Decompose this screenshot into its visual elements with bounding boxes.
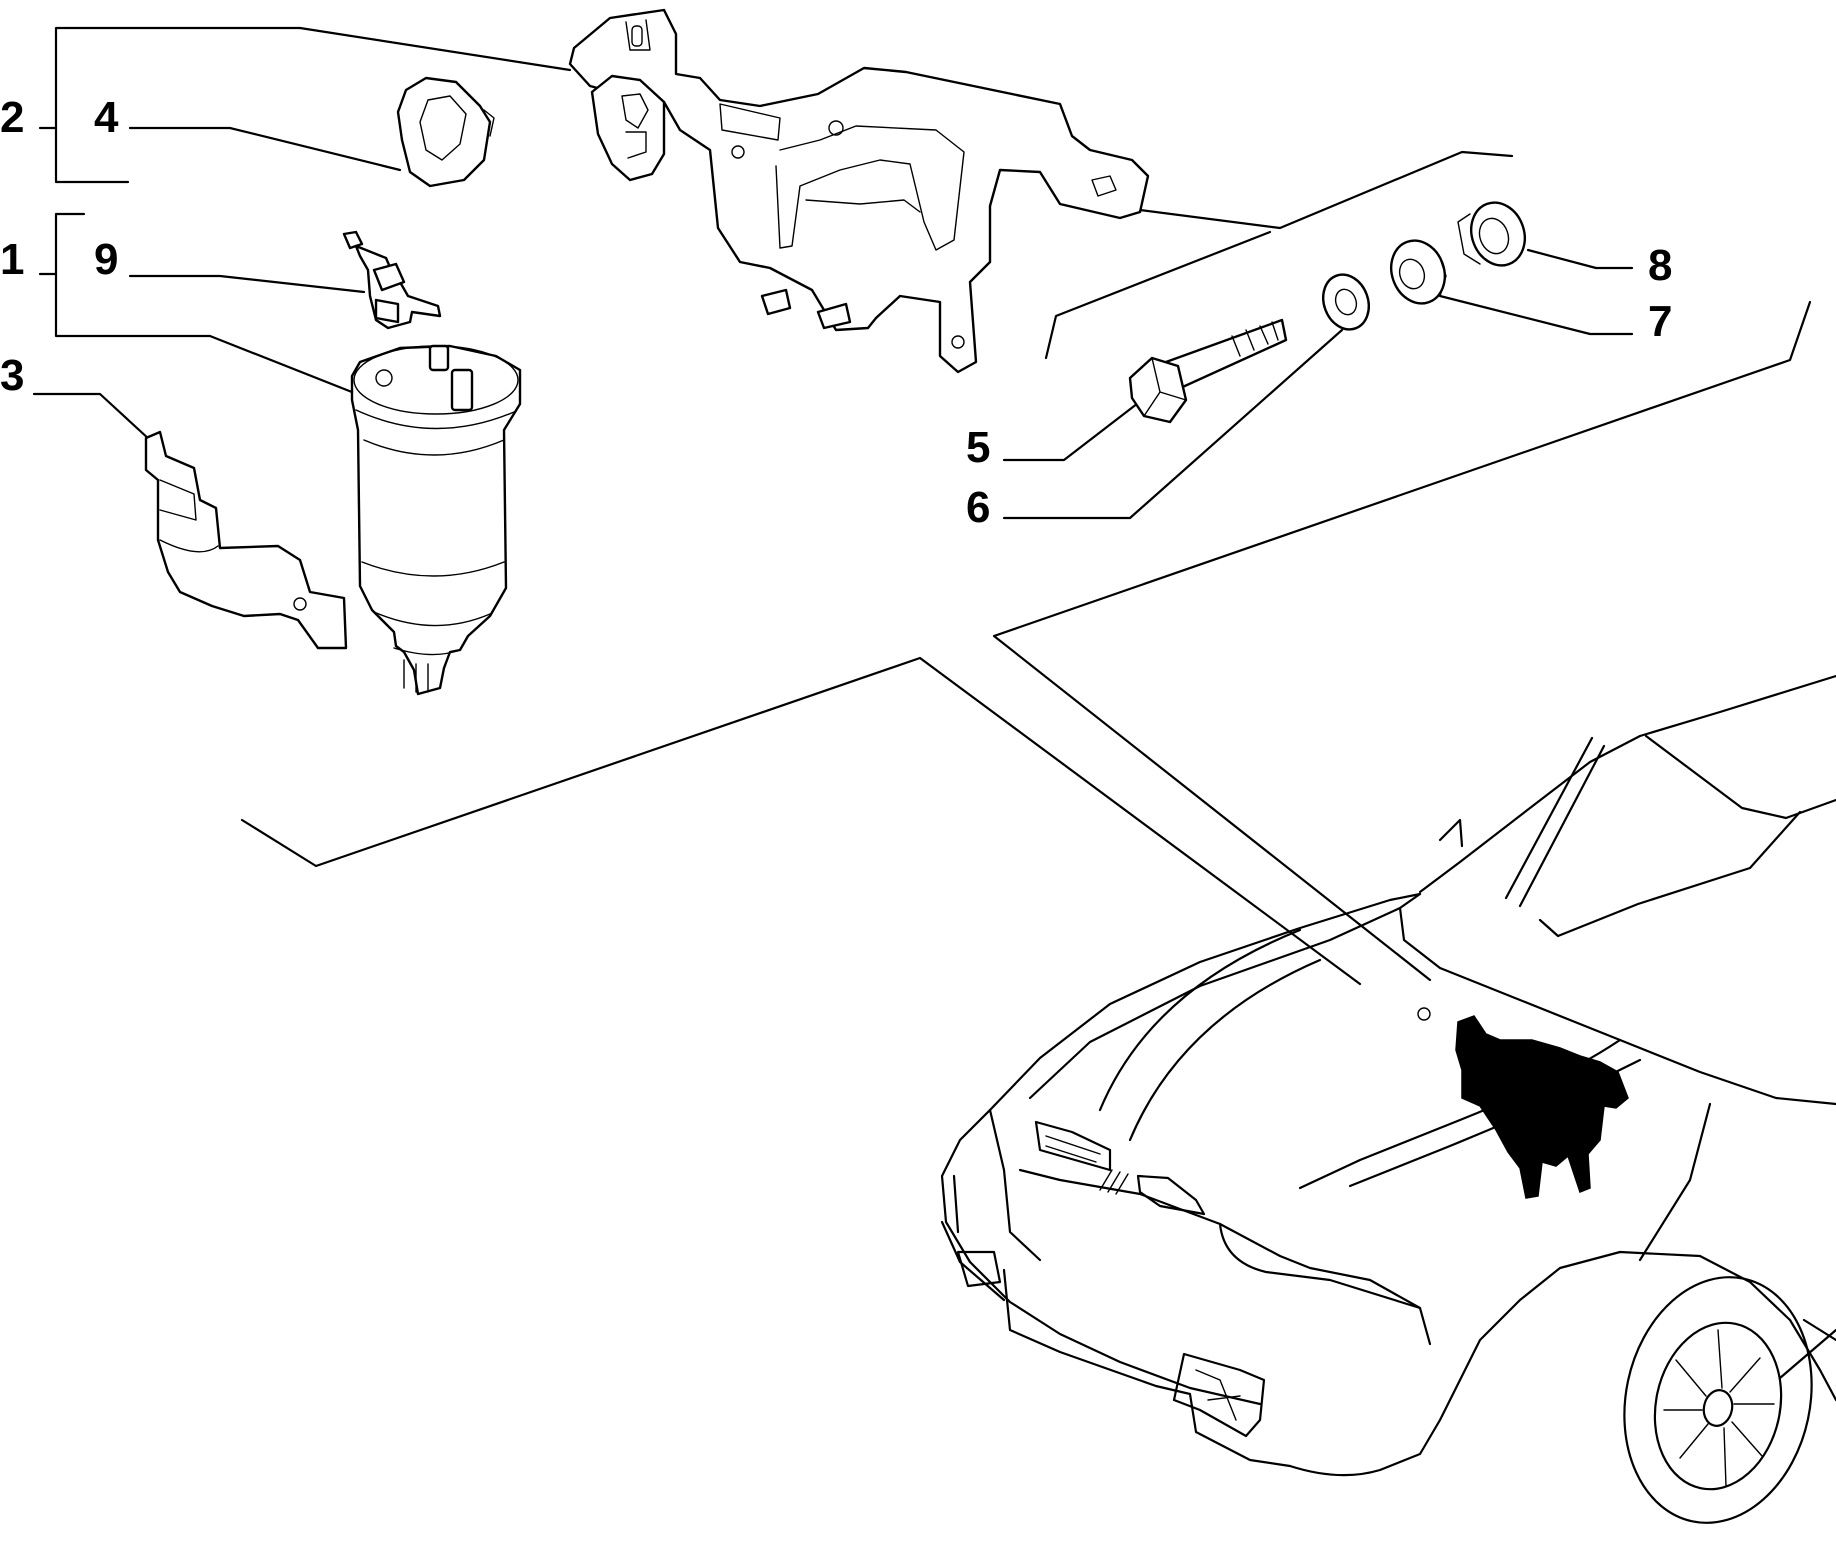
callout-9: 9 — [94, 235, 118, 284]
callout-2: 2 — [0, 93, 24, 142]
callout-4: 4 — [94, 93, 119, 142]
fitting-part-9 — [342, 230, 442, 330]
detail-frame-line — [1138, 150, 1514, 230]
bracket-location-highlight — [1455, 1015, 1629, 1199]
leader-5 — [1002, 398, 1144, 462]
car-illustration — [940, 674, 1836, 1524]
spacer-part-7 — [1390, 239, 1447, 305]
callout-6: 6 — [966, 483, 990, 532]
leader-7 — [1438, 294, 1634, 336]
bracket-group-1 — [38, 212, 212, 338]
leader-9 — [128, 274, 366, 294]
detail-frame-line — [992, 300, 1812, 982]
callout-3: 3 — [0, 351, 24, 400]
washer-part-6 — [1322, 273, 1370, 331]
callout-5: 5 — [966, 423, 990, 472]
detail-frame-line — [1044, 230, 1272, 360]
mounting-strap-part-3 — [144, 430, 348, 650]
callout-1: 1 — [0, 235, 24, 284]
bracket-group-2 — [38, 26, 302, 184]
detail-frame-line — [240, 656, 1362, 986]
leader-6 — [1002, 328, 1344, 520]
fuel-filter-part-1 — [350, 344, 522, 696]
leader-2 — [298, 26, 572, 72]
callout-7: 7 — [1648, 297, 1672, 346]
mounting-bracket-part-2 — [568, 8, 1150, 374]
grommet-part-8 — [1457, 201, 1526, 267]
leader-4 — [128, 126, 402, 172]
cable-clip-part-4 — [396, 76, 495, 188]
leader-8 — [1526, 248, 1634, 270]
callout-8: 8 — [1648, 241, 1672, 290]
bolt-part-5 — [1128, 318, 1288, 424]
leader-3 — [32, 392, 152, 442]
leader-1 — [208, 334, 364, 398]
